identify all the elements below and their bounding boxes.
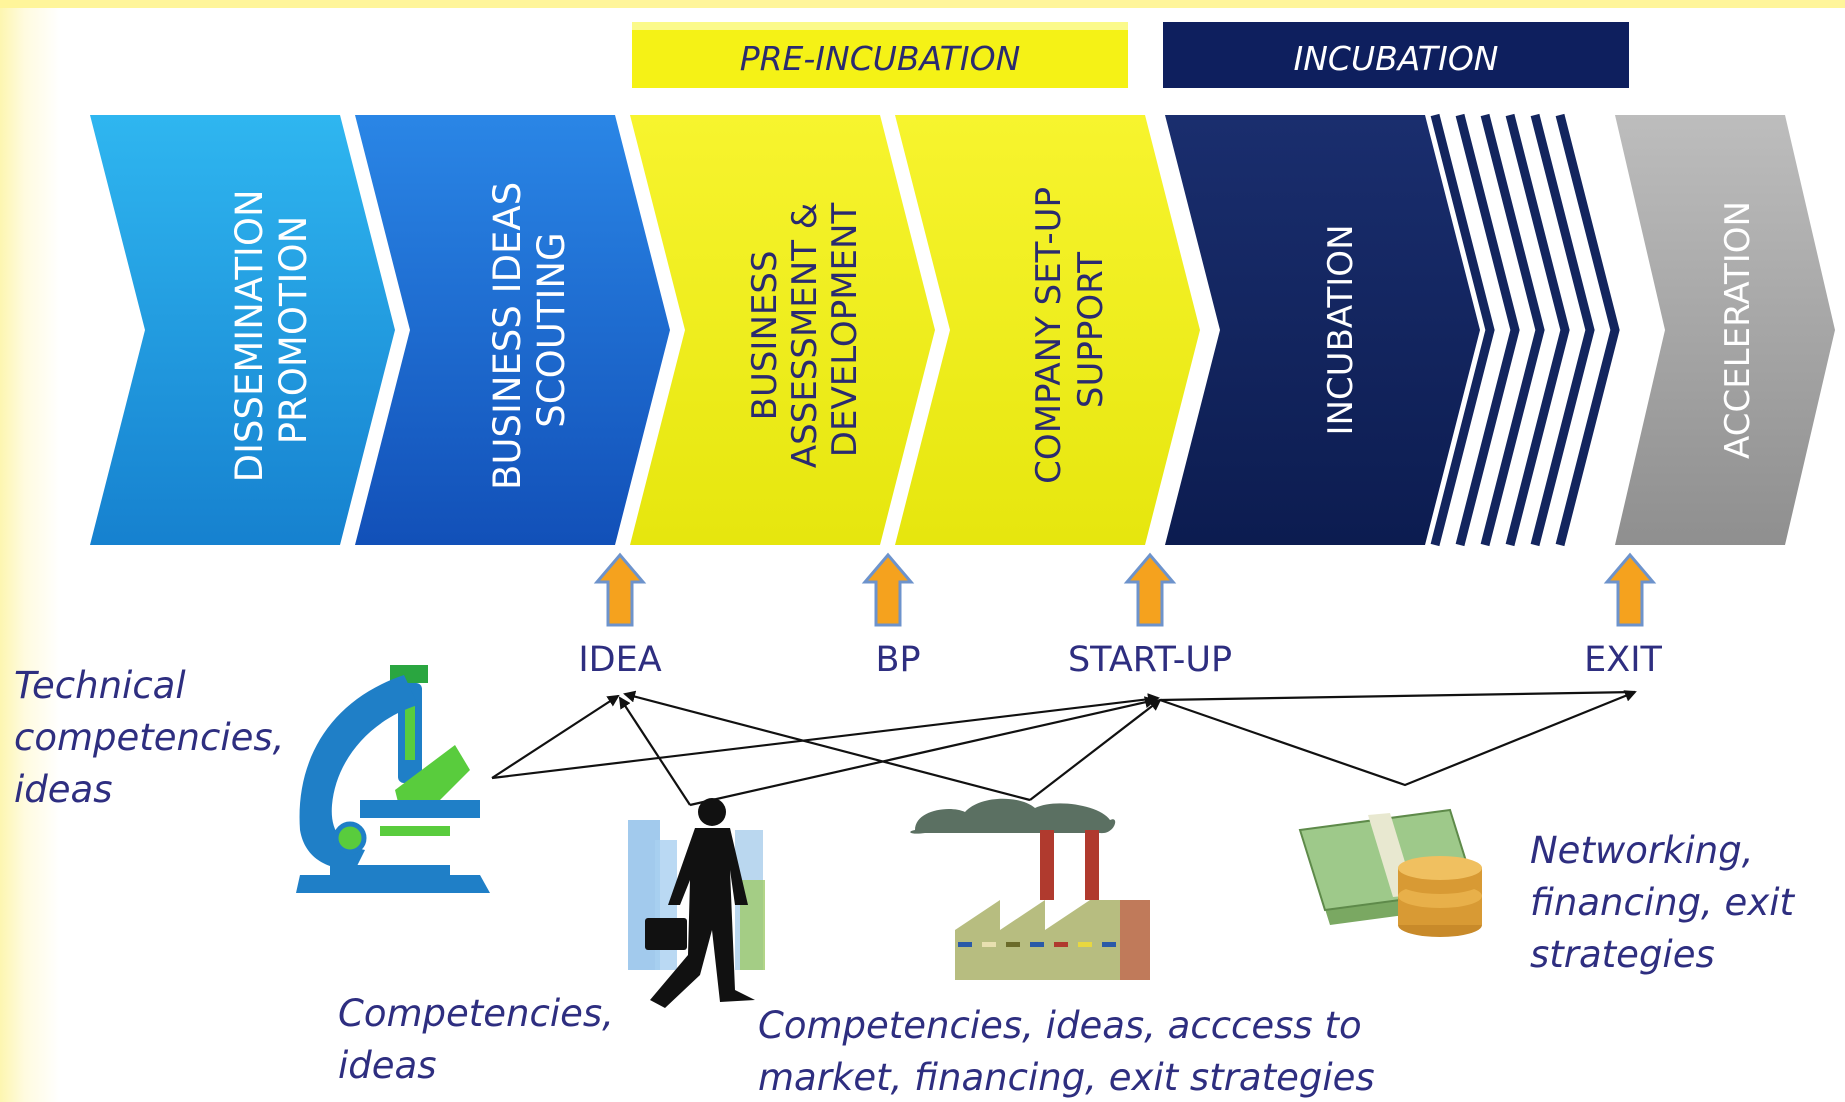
stage-label: COMPANY SET-UP SUPPORT <box>1029 176 1111 484</box>
connector-lines <box>491 690 1637 807</box>
phase-incubation-label: INCUBATION <box>1294 39 1499 78</box>
milestone-idea: IDEA <box>578 640 662 680</box>
stage-incubation: INCUBATION <box>1165 115 1480 545</box>
microscope-icon <box>296 665 490 893</box>
stage-label: ACCELERATION <box>1718 201 1758 459</box>
stage-label: BUSINESS ASSESSMENT & DEVELOPMENT <box>745 192 865 468</box>
milestone-start-up: START-UP <box>1067 640 1233 680</box>
phase-pre-incubation: PRE-INCUBATION <box>632 22 1128 88</box>
incubation-stripes <box>1430 113 1620 547</box>
stage-company-set-up-support: COMPANY SET-UP SUPPORT <box>895 115 1200 545</box>
caption-technical-competencies: Technical competencies, ideas <box>14 664 285 811</box>
caption-networking-financing: Networking, financing, exit strategies <box>1530 829 1795 976</box>
businessman-icon <box>628 798 765 1008</box>
stage-label: BUSINESS IDEAS SCOUTING <box>486 170 573 490</box>
caption-competencies-ideas: Competencies, ideas <box>338 992 614 1087</box>
phase-pre-incubation-label: PRE-INCUBATION <box>740 39 1021 78</box>
factory-windows <box>958 942 1116 947</box>
stage-dissemination-promotion: DISSEMINATION PROMOTION <box>90 115 395 545</box>
caption-competencies-market: Competencies, ideas, acccess to market, … <box>758 1004 1375 1099</box>
money-icon <box>1298 808 1482 937</box>
stage-label: INCUBATION <box>1321 224 1361 435</box>
stage-label: DISSEMINATION PROMOTION <box>228 178 315 483</box>
stage-acceleration: ACCELERATION <box>1615 115 1835 545</box>
arrow-up-icon <box>593 552 647 627</box>
milestone-bp: BP <box>875 640 921 680</box>
milestone-exit: EXIT <box>1584 640 1662 680</box>
stage-business-assessment-development: BUSINESS ASSESSMENT & DEVELOPMENT <box>630 115 935 545</box>
arrow-up-icon <box>861 552 915 627</box>
factory-icon <box>910 798 1150 980</box>
arrow-up-icon <box>1123 552 1177 627</box>
phase-incubation: INCUBATION <box>1163 22 1629 88</box>
arrow-up-icon <box>1603 552 1657 627</box>
stage-business-ideas-scouting: BUSINESS IDEAS SCOUTING <box>355 115 670 545</box>
